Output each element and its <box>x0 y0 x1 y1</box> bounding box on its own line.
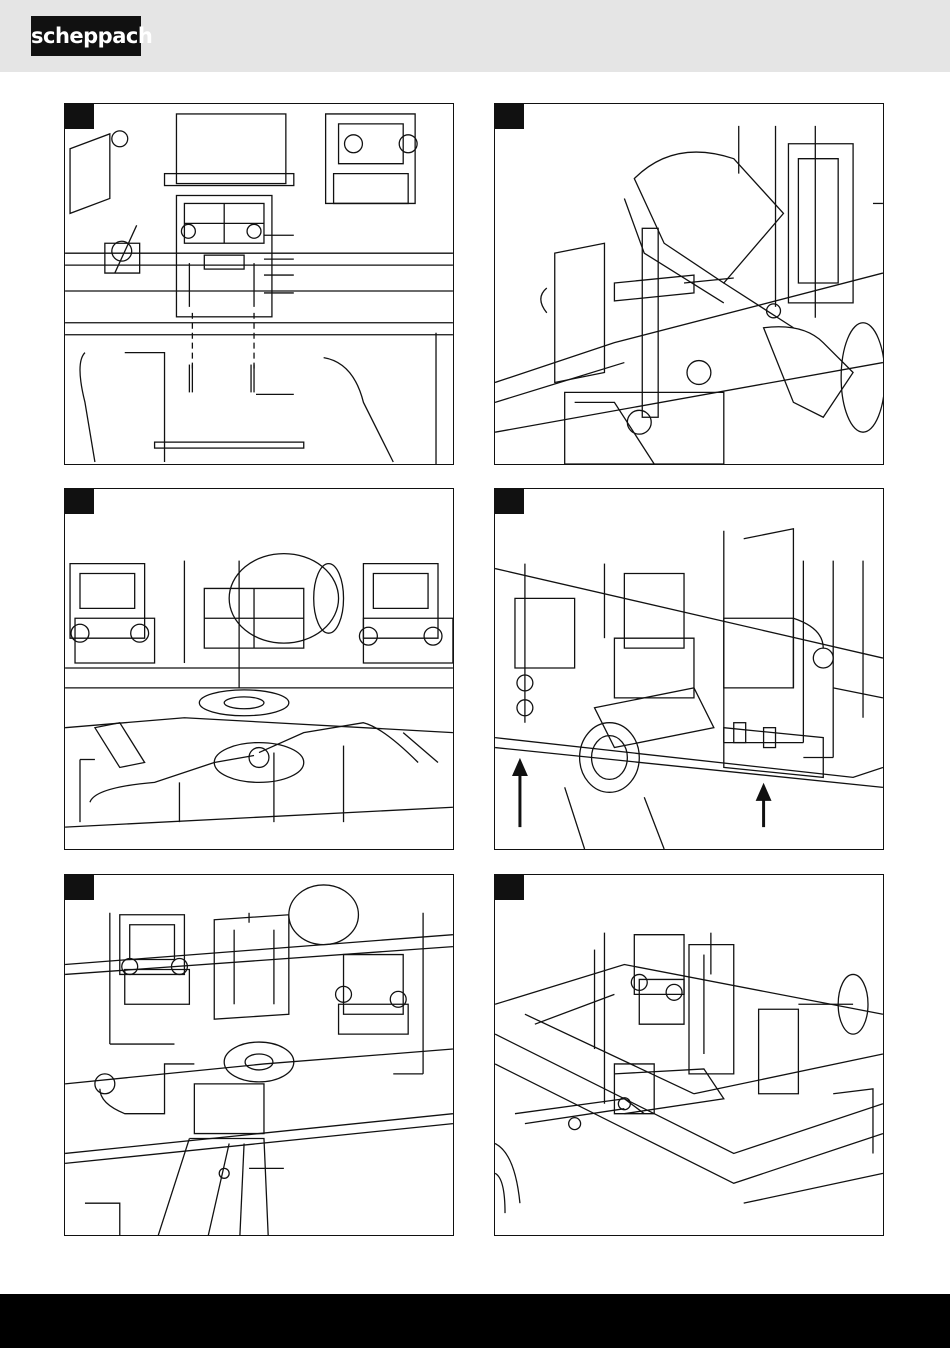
figure-2-panel <box>494 103 884 465</box>
figure-4-panel <box>494 488 884 850</box>
router-guide-plate-drawing-icon <box>65 875 453 1235</box>
figure-1-panel <box>64 103 454 465</box>
planer-table-fence-drawing-icon <box>495 875 883 1235</box>
figure-6-panel <box>494 874 884 1236</box>
page-footer-bar <box>0 1294 950 1348</box>
scheppach-logo: scheppach <box>31 16 141 56</box>
page-header: scheppach <box>0 0 950 72</box>
router-ring-wrench-drawing-icon <box>65 489 453 849</box>
figure-5-panel <box>64 874 454 1236</box>
figure-3-panel <box>64 488 454 850</box>
router-fence-rail-drawing-icon <box>495 489 883 849</box>
router-fence-exploded-drawing-icon <box>65 104 453 464</box>
router-motor-assembly-drawing-icon <box>495 104 883 464</box>
